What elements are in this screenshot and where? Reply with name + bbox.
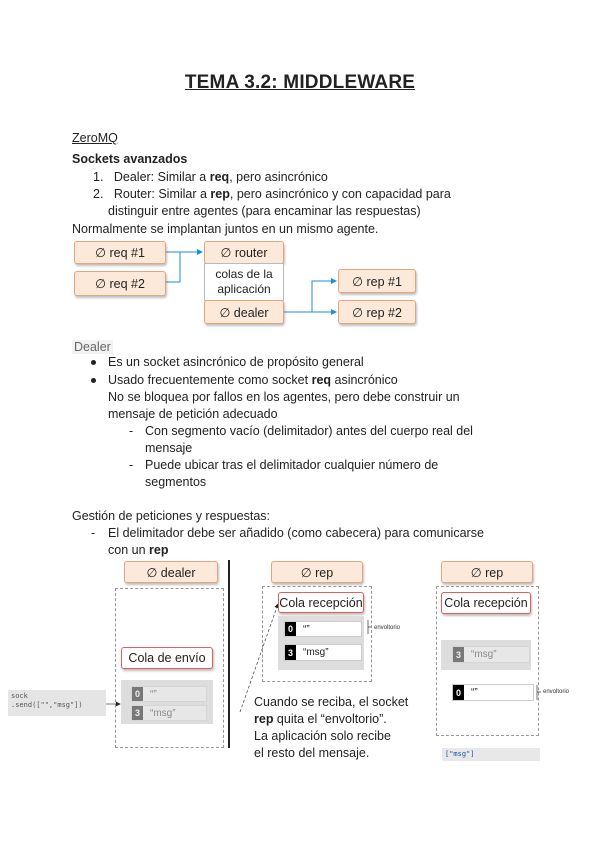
- dealer-bullet-1: Es un socket asincrónico de propósito ge…: [108, 355, 364, 369]
- sub-item-1: Con segmento vacío (delimitador) antes d…: [145, 424, 473, 438]
- note-line-4: el resto del mensaje.: [254, 746, 370, 760]
- sockets-heading: Sockets avanzados: [72, 152, 188, 166]
- rep2-box: ∅ rep #2: [338, 300, 416, 324]
- bullet-icon: [91, 360, 96, 365]
- section-dealer: Dealer: [72, 340, 113, 354]
- code-snippet: sock .send(["","msg"]): [8, 690, 106, 716]
- send-body-frame: 3“msg”: [131, 705, 207, 721]
- dealer-bullet-2: Usado frecuentemente como socket req asi…: [108, 373, 398, 387]
- sub-item-2-cont: segmentos: [145, 475, 207, 489]
- receive-queue-content-b: [441, 640, 531, 670]
- req1-box: ∅ req #1: [74, 241, 166, 264]
- section-zeromq: ZeroMQ: [72, 131, 118, 145]
- dealer-box: ∅ dealer: [204, 300, 284, 324]
- envelope-label-b: envoltorio: [543, 689, 570, 695]
- receive-delimiter-frame: 0“”: [284, 621, 362, 637]
- list-item-router-cont: distinguir entre agentes (para encaminar…: [108, 204, 421, 218]
- rep-socket-box-a: ∅ rep: [271, 561, 363, 583]
- rep-socket-box-b: ∅ rep: [441, 561, 533, 583]
- send-queue-box: Cola de envío: [121, 647, 213, 669]
- gestion-heading: Gestión de peticiones y respuestas:: [72, 509, 271, 523]
- dealer-container: [115, 588, 224, 748]
- gestion-bullet-1-cont: con un rep: [108, 543, 169, 557]
- dash-icon: -: [91, 526, 96, 540]
- list-item-dealer: 1. Dealer: Similar a req, pero asincróni…: [93, 170, 328, 184]
- note-line-3: La aplicación solo recibe: [254, 729, 391, 743]
- req2-box: ∅ req #2: [74, 271, 166, 296]
- gestion-bullet-1: El delimitador debe ser añadido (como ca…: [108, 526, 484, 540]
- page-title: TEMA 3.2: MIDDLEWARE: [184, 72, 416, 93]
- receive-queue-box-b: Cola recepción: [441, 592, 531, 614]
- send-delimiter-frame: 0“”: [131, 686, 207, 702]
- send-queue-content: [121, 680, 213, 724]
- dash-icon: -: [129, 424, 134, 438]
- normalmente-text: Normalmente se implantan juntos en un mi…: [72, 222, 379, 236]
- receive-body-frame: 3“msg”: [284, 644, 362, 661]
- remaining-body-frame: 3“msg”: [452, 646, 530, 663]
- sub-item-2: Puede ubicar tras el delimitador cualqui…: [145, 458, 439, 472]
- envelope-label-a: envoltorio: [374, 625, 401, 631]
- dealer-bullet-2-cont: No se bloquea por fallos en los agentes,…: [108, 390, 460, 404]
- note-line-2: rep quita el “envoltorio”.: [254, 712, 387, 726]
- bullet-icon: [91, 378, 96, 383]
- dealer-socket-box: ∅ dealer: [124, 561, 218, 583]
- receive-queue-box-a: Cola recepción: [278, 592, 364, 613]
- rep1-box: ∅ rep #1: [338, 269, 416, 293]
- note-line-1: Cuando se reciba, el socket: [254, 695, 409, 709]
- sub-item-1-cont: mensaje: [145, 441, 193, 455]
- rep-container-b: [436, 586, 539, 736]
- list-item-router: 2. Router: Similar a rep, pero asincróni…: [93, 187, 451, 201]
- dealer-bullet-2-cont: mensaje de petición adecuado: [108, 407, 278, 421]
- received-result: ["msg"]: [442, 748, 540, 761]
- dash-icon: -: [129, 458, 134, 472]
- app-queues-box: colas de la aplicación: [204, 263, 284, 301]
- rep-container-a: [262, 586, 372, 682]
- stripped-delimiter-frame: 0“”: [452, 684, 534, 701]
- router-box: ∅ router: [204, 241, 284, 264]
